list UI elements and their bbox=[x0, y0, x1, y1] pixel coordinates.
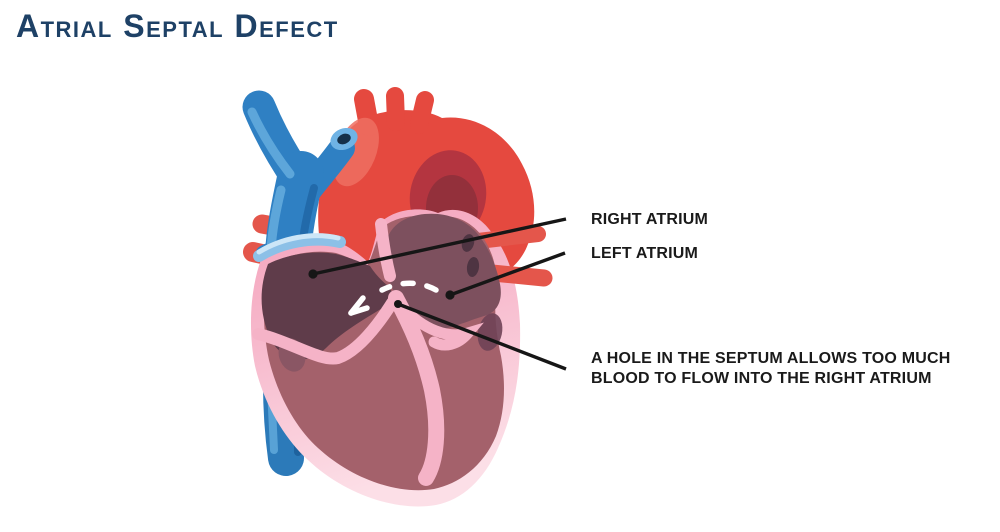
interventricular-septum bbox=[388, 290, 445, 486]
label-left-atrium: LEFT ATRIUM bbox=[591, 245, 699, 262]
label-septal-defect-line2: BLOOD TO FLOW INTO THE RIGHT ATRIUM bbox=[591, 369, 932, 387]
flow-arrow-dashes bbox=[379, 280, 439, 293]
callout-dot-septal-defect bbox=[394, 300, 402, 308]
svc-cuff-highlight bbox=[256, 233, 341, 255]
label-septal-defect-line1: A HOLE IN THE SEPTUM ALLOWS TOO MUCH bbox=[591, 350, 951, 367]
callout-dot-right-atrium bbox=[308, 269, 318, 279]
callout-septal-defect bbox=[394, 300, 567, 371]
right-atrium-chamber bbox=[261, 252, 393, 360]
callout-dot-left-atrium bbox=[445, 290, 455, 300]
callout-right-atrium bbox=[308, 217, 567, 279]
mitral-valve bbox=[396, 301, 484, 351]
label-right-atrium: RIGHT ATRIUM bbox=[591, 211, 709, 228]
callout-lines bbox=[308, 217, 567, 371]
right-vein-stub bbox=[470, 226, 546, 249]
svc-highlight bbox=[247, 107, 295, 179]
callout-line-septal-defect bbox=[397, 302, 567, 371]
svc-cuff-band bbox=[253, 233, 346, 262]
flow-arrowhead bbox=[348, 305, 370, 316]
septa-and-valves bbox=[252, 218, 484, 486]
callout-line-left-atrium bbox=[449, 251, 566, 297]
callout-line-right-atrium bbox=[312, 217, 567, 276]
svc-ring-lumen bbox=[337, 133, 351, 145]
svc-cuff bbox=[253, 233, 346, 262]
page-title: Atrial Septal Defect bbox=[16, 8, 339, 44]
aorta-branch bbox=[410, 91, 434, 134]
atrial-septum-upper bbox=[375, 218, 396, 282]
callout-left-atrium bbox=[445, 251, 566, 300]
vein-ostium bbox=[466, 257, 480, 277]
septal-defect-flow-arrow bbox=[348, 280, 439, 316]
svc-opening-ring bbox=[330, 127, 358, 151]
tricuspid-valve bbox=[252, 297, 398, 365]
aorta-branch bbox=[386, 87, 405, 131]
label-septal-defect: A HOLE IN THE SEPTUM ALLOWS TOO MUCH BLO… bbox=[591, 349, 951, 388]
